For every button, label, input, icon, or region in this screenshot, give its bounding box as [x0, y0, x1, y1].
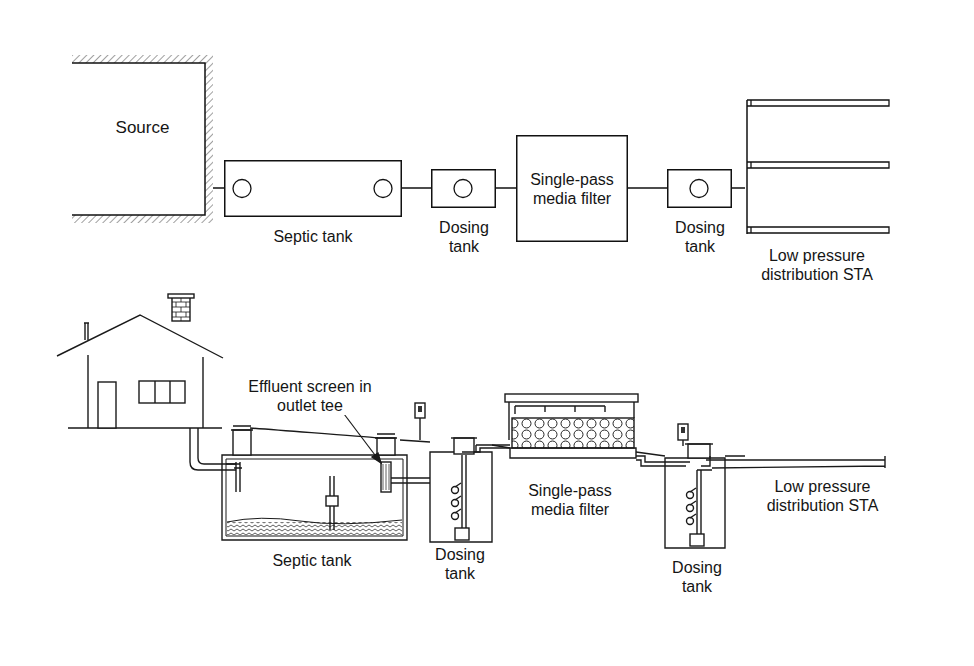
callout-label: Low pressure distribution STA: [753, 477, 892, 515]
node-outline: [72, 55, 213, 223]
pipe-connector: [213, 187, 224, 189]
callout-label: Single-pass media filter: [512, 481, 628, 519]
node-label: Source: [78, 118, 207, 137]
callout-label: Dosing tank: [426, 545, 494, 583]
callout-label: Dosing tank: [663, 558, 731, 596]
dosing-tank-box: Dosing tank: [667, 169, 732, 208]
pipe-connector: [732, 187, 745, 189]
source-wall: Source: [72, 55, 213, 223]
node-label: Single-pass media filter: [522, 170, 622, 208]
node-outline: [516, 135, 628, 242]
pipe-connector: [402, 187, 431, 189]
node-label: Septic tank: [243, 227, 383, 246]
callout-label: Effluent screen in outlet tee: [245, 377, 375, 415]
node-outline: [667, 169, 732, 208]
node-outline: [745, 98, 889, 236]
distribution-field: Low pressure distribution STA: [745, 98, 889, 236]
node-outline: [224, 160, 402, 217]
node-label: Dosing tank: [668, 218, 732, 256]
node-label: Low pressure distribution STA: [747, 246, 887, 284]
pipe-connector: [628, 187, 667, 189]
media-filter-box: Single-pass media filter: [516, 135, 628, 242]
node-outline: [431, 169, 496, 208]
callout-label: Septic tank: [255, 551, 369, 570]
node-label: Dosing tank: [432, 218, 496, 256]
septic-tank-box: Septic tank: [224, 160, 402, 217]
dosing-tank-box: Dosing tank: [431, 169, 496, 208]
pipe-connector: [496, 187, 516, 189]
